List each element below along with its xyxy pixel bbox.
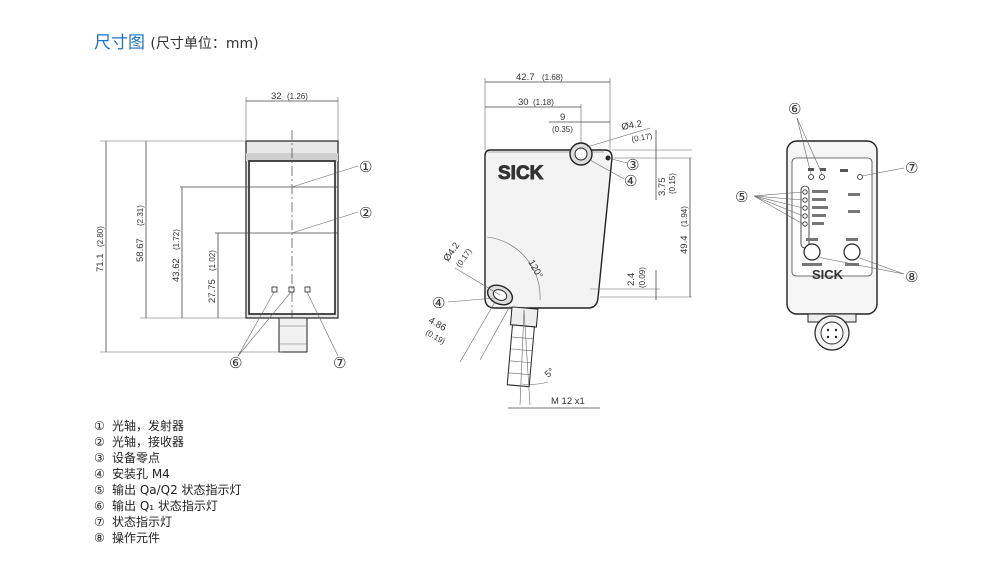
side-dim-3-75: 3.75 — [657, 178, 668, 197]
rear-view: SICK ⑥ ⑦ ⑤ ⑧ — [735, 101, 918, 351]
front-window — [248, 160, 336, 315]
side-dim-42-in: (1.68) — [542, 73, 563, 82]
side-dim-42: 42.7 — [516, 72, 535, 83]
side-dim-3-75-in: (0.15) — [668, 173, 677, 194]
front-height-dim-1: 71.1 — [95, 254, 106, 273]
side-dim-2-4: 2.4 — [626, 273, 637, 286]
rear-callout-7: ⑦ — [905, 160, 918, 177]
side-angle-tilt: 5° — [543, 366, 557, 380]
front-view: 32 (1.26) 71.1 (2.80) 58.67 (2.31) 43.62… — [95, 91, 372, 372]
front-height-dim-4: 27.75 — [207, 279, 218, 303]
side-thread: M 12 x1 — [551, 396, 585, 407]
side-callout-4-top: ④ — [624, 173, 637, 190]
side-dim-9-in: (0.35) — [552, 125, 573, 134]
side-dim-9: 9 — [560, 112, 565, 123]
rear-callout-8: ⑧ — [905, 269, 918, 286]
side-callout-4-bottom: ④ — [432, 295, 445, 312]
front-callout-1: ① — [359, 159, 372, 176]
side-dim-30: 30 — [518, 97, 529, 108]
side-housing — [484, 149, 613, 309]
side-callout-3: ③ — [626, 157, 639, 174]
front-height-dim-2-in: (2.31) — [136, 205, 145, 226]
side-dim-2-4-in: (0.09) — [638, 267, 647, 288]
front-width-dim: 32 — [271, 91, 282, 102]
front-callout-7: ⑦ — [333, 355, 346, 372]
side-dim-49-4-in: (1.94) — [680, 206, 689, 227]
front-height-dim-1-in: (2.80) — [96, 226, 105, 247]
side-hole-top-dim-in: (0.17) — [631, 131, 653, 144]
front-width-dim-in: (1.26) — [287, 92, 308, 101]
rear-callout-6: ⑥ — [788, 101, 801, 118]
front-callout-2: ② — [359, 205, 372, 222]
rear-callout-5: ⑤ — [735, 189, 748, 206]
rear-brand: SICK — [812, 267, 844, 282]
side-hole-top-dim: Ø4.2 — [621, 119, 643, 133]
side-dim-30-in: (1.18) — [533, 98, 554, 107]
side-brand: SICK — [498, 163, 544, 184]
front-height-dim-4-in: (1.02) — [208, 250, 217, 271]
page-title: 尺寸图 (尺寸单位：mm) — [94, 28, 259, 53]
side-view: 42.7 (1.68) 30 (1.18) 9 (0.35) SICK Ø4.2… — [424, 72, 692, 409]
front-height-dim-3: 43.62 — [171, 258, 182, 282]
side-dim-49-4: 49.4 — [679, 236, 690, 255]
front-height-dim-3-in: (1.72) — [172, 229, 181, 250]
title-sub: (尺寸单位：mm) — [150, 36, 259, 52]
title-main: 尺寸图 — [94, 33, 145, 53]
front-height-dim-2: 58.67 — [135, 238, 146, 262]
front-callout-6: ⑥ — [229, 355, 242, 372]
